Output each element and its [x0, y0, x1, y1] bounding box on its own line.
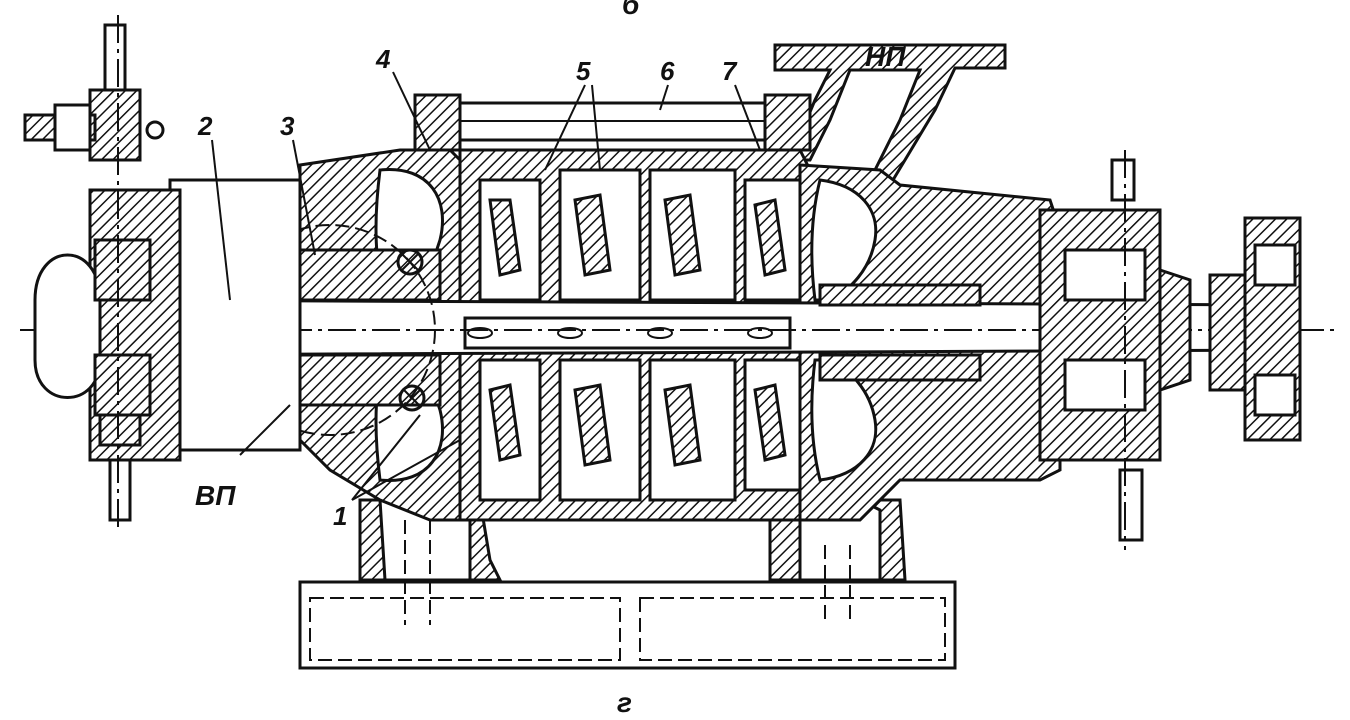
- label-bottom: г: [617, 687, 632, 718]
- label-1: 1: [333, 501, 347, 531]
- label-vp: ВП: [195, 480, 236, 511]
- label-np: НП: [865, 41, 906, 72]
- diagram-labels: б НП ВП г 1 2 3 4 5 6 7: [195, 0, 906, 718]
- label-6: 6: [660, 56, 675, 86]
- pump-feet: [358, 498, 907, 625]
- label-5: 5: [576, 56, 591, 86]
- leader-lines: [211, 71, 761, 501]
- tie-rod: [413, 93, 812, 152]
- label-7: 7: [722, 56, 738, 86]
- right-bearing-housing: [1038, 150, 1302, 550]
- label-3: 3: [280, 111, 295, 141]
- discharge-nozzle: [773, 43, 1007, 202]
- left-bearing-housing: [23, 15, 302, 530]
- label-4: 4: [375, 44, 391, 74]
- impeller-stages: [478, 168, 802, 502]
- label-2: 2: [197, 111, 213, 141]
- label-top: б: [622, 0, 640, 20]
- base-frame: [298, 580, 957, 670]
